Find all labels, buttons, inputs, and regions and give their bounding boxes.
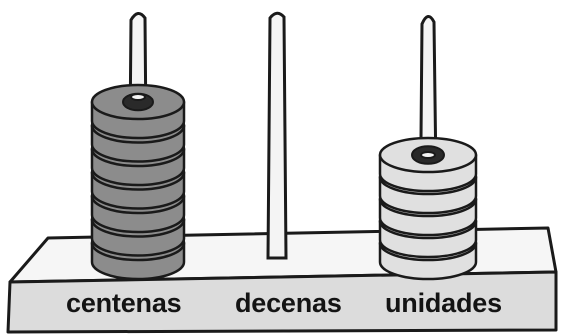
label-decenas: decenas — [235, 288, 342, 318]
label-centenas: centenas — [66, 288, 182, 318]
rod-decenas — [266, 11, 288, 260]
beads-centenas — [90, 83, 186, 281]
bead — [90, 83, 186, 140]
abacus-base-front — [6, 270, 558, 334]
rod-top-unidades — [420, 151, 436, 159]
bead — [378, 136, 478, 193]
rod-top-centenas — [130, 93, 146, 101]
beads-unidades — [378, 136, 478, 281]
label-unidades: unidades — [385, 288, 502, 318]
